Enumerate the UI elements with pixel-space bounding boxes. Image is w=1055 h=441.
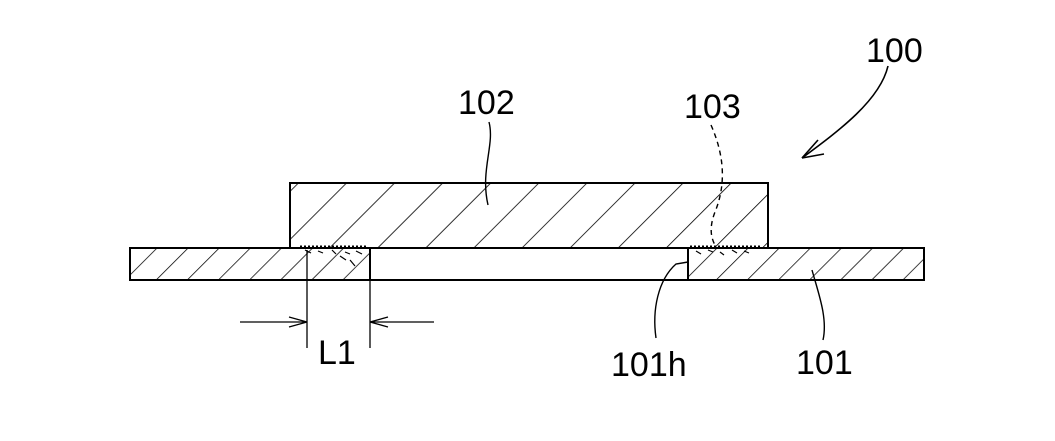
label-assembly: 100 [866,32,923,70]
label-overlap-length: L1 [318,334,356,372]
label-upper-member: 102 [458,84,515,122]
lower-plate-right [688,248,924,280]
label-hole-edge: 101h [611,346,687,384]
label-lower-plate: 101 [796,344,853,382]
label-bond: 103 [684,88,741,126]
upper-member [290,183,768,248]
plate-hole [370,248,688,280]
